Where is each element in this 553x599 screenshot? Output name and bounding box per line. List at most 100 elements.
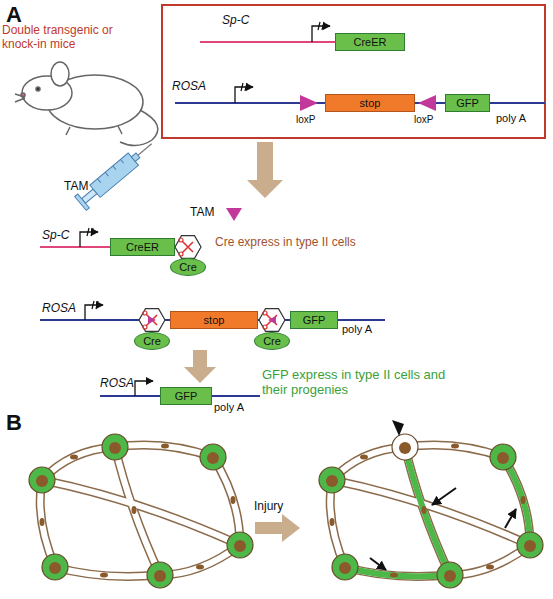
alveolus-after bbox=[326, 475, 338, 487]
alveolus-before bbox=[102, 434, 128, 460]
sp-c-transgene bbox=[200, 22, 335, 42]
sp-c-transgene bbox=[312, 26, 330, 42]
rosa-reporter bbox=[418, 95, 436, 111]
alveolus-after bbox=[521, 496, 526, 504]
cre-ellipse: Cre bbox=[170, 258, 206, 276]
gene-box: GFP bbox=[160, 387, 212, 405]
pointer-arrow bbox=[370, 488, 516, 570]
alveolus-after bbox=[405, 447, 450, 575]
alveolus-after bbox=[319, 467, 345, 493]
alveolus-before bbox=[29, 434, 253, 588]
alveolus-before bbox=[40, 444, 241, 578]
site-label: loxP bbox=[414, 114, 433, 126]
alveolus-after bbox=[326, 442, 536, 582]
syringe bbox=[75, 194, 90, 210]
alveolus-before bbox=[49, 562, 61, 574]
node-text: CreER bbox=[126, 242, 159, 253]
alveolus-before bbox=[109, 442, 121, 454]
syringe bbox=[98, 159, 124, 182]
injury-arrow bbox=[255, 514, 300, 542]
gene-box: GFP bbox=[290, 311, 338, 329]
gene-box: CreER bbox=[110, 238, 175, 256]
poly-a-label: poly A bbox=[496, 112, 526, 125]
cre-recombinase-symbol bbox=[175, 236, 201, 259]
rosa-reporter bbox=[241, 83, 247, 91]
node-text: CreER bbox=[353, 37, 386, 48]
pointer-arrow bbox=[432, 488, 456, 505]
gene-box: GFP bbox=[445, 94, 490, 112]
alveolus-after bbox=[422, 506, 427, 514]
step-note: Cre express in type II cells bbox=[215, 236, 356, 250]
alveolus-before bbox=[29, 434, 253, 588]
node-text: Cre bbox=[179, 262, 197, 273]
mouse-illustration bbox=[15, 94, 122, 135]
alveolus-after bbox=[390, 573, 398, 578]
alveolus-after bbox=[517, 532, 543, 558]
poly-a-label: poly A bbox=[214, 401, 244, 414]
sp-c-transgene bbox=[318, 22, 324, 30]
step-arrow bbox=[247, 142, 283, 198]
alveolus-after bbox=[332, 554, 358, 580]
sp-c-transgene bbox=[87, 228, 93, 236]
alveolus-after bbox=[399, 442, 411, 454]
alveolus-after bbox=[503, 457, 530, 545]
alveolus-before bbox=[36, 475, 48, 487]
alveolus-before bbox=[29, 467, 55, 493]
rosa-recombined bbox=[135, 381, 153, 396]
alveolus-after bbox=[524, 540, 536, 552]
tamoxifen-symbol bbox=[226, 208, 242, 221]
panel-label: B bbox=[6, 410, 22, 435]
node-text: GFP bbox=[456, 98, 479, 109]
poly-a-label: poly A bbox=[342, 323, 372, 336]
step-note: GFP express in type II cells and their p… bbox=[262, 368, 452, 398]
syringe bbox=[75, 137, 158, 211]
step-arrow bbox=[184, 350, 216, 383]
node-text: GFP bbox=[303, 315, 326, 326]
alveolus-after bbox=[319, 434, 543, 588]
alveolus-before bbox=[234, 540, 246, 552]
sp-c-transgene bbox=[80, 232, 98, 247]
node-text: stop bbox=[360, 98, 381, 109]
drug-label: TAM bbox=[64, 180, 88, 194]
node-text: Cre bbox=[263, 336, 281, 347]
arrow-label: Injury bbox=[254, 500, 283, 514]
loxp-site bbox=[148, 316, 156, 324]
mouse-illustration bbox=[51, 62, 69, 86]
syringe bbox=[90, 153, 139, 197]
node-text: GFP bbox=[175, 391, 198, 402]
site-label: loxP bbox=[296, 114, 315, 126]
gene-name: ROSA bbox=[172, 80, 206, 94]
rosa-reporter bbox=[175, 83, 545, 111]
cre-ellipse: Cre bbox=[254, 332, 290, 350]
alveolus-before bbox=[42, 554, 68, 580]
alveolus-after bbox=[497, 452, 509, 464]
sp-c-transgene bbox=[40, 246, 110, 248]
alveolus-before bbox=[36, 442, 246, 582]
alveolus-after bbox=[437, 562, 463, 588]
rosa-reporter bbox=[92, 301, 98, 309]
alveolus-before bbox=[154, 570, 166, 582]
node-text: Cre bbox=[143, 336, 161, 347]
gene-box: CreER bbox=[335, 33, 405, 51]
alveolus-after bbox=[490, 444, 516, 470]
alveolus-before bbox=[147, 562, 173, 588]
mouse-illustration bbox=[15, 62, 158, 146]
stop-cassette-box: stop bbox=[170, 311, 258, 329]
alveolus-after bbox=[444, 570, 456, 582]
sp-c-transgene bbox=[40, 228, 110, 247]
alveolus-after bbox=[339, 562, 351, 574]
gene-name: Sp-C bbox=[42, 229, 69, 243]
construct-frame bbox=[162, 5, 545, 138]
pointer-arrow bbox=[370, 558, 386, 570]
alveolus-after bbox=[330, 444, 531, 578]
rosa-reporter bbox=[300, 95, 318, 111]
node-text: stop bbox=[204, 315, 225, 326]
mouse-illustration bbox=[36, 87, 40, 91]
loxp-site bbox=[268, 316, 276, 324]
gene-name: Sp-C bbox=[222, 14, 249, 28]
stop-cassette-box: stop bbox=[325, 94, 415, 112]
cre-recombinase-symbol bbox=[259, 309, 285, 332]
rosa-reporter bbox=[85, 305, 103, 320]
